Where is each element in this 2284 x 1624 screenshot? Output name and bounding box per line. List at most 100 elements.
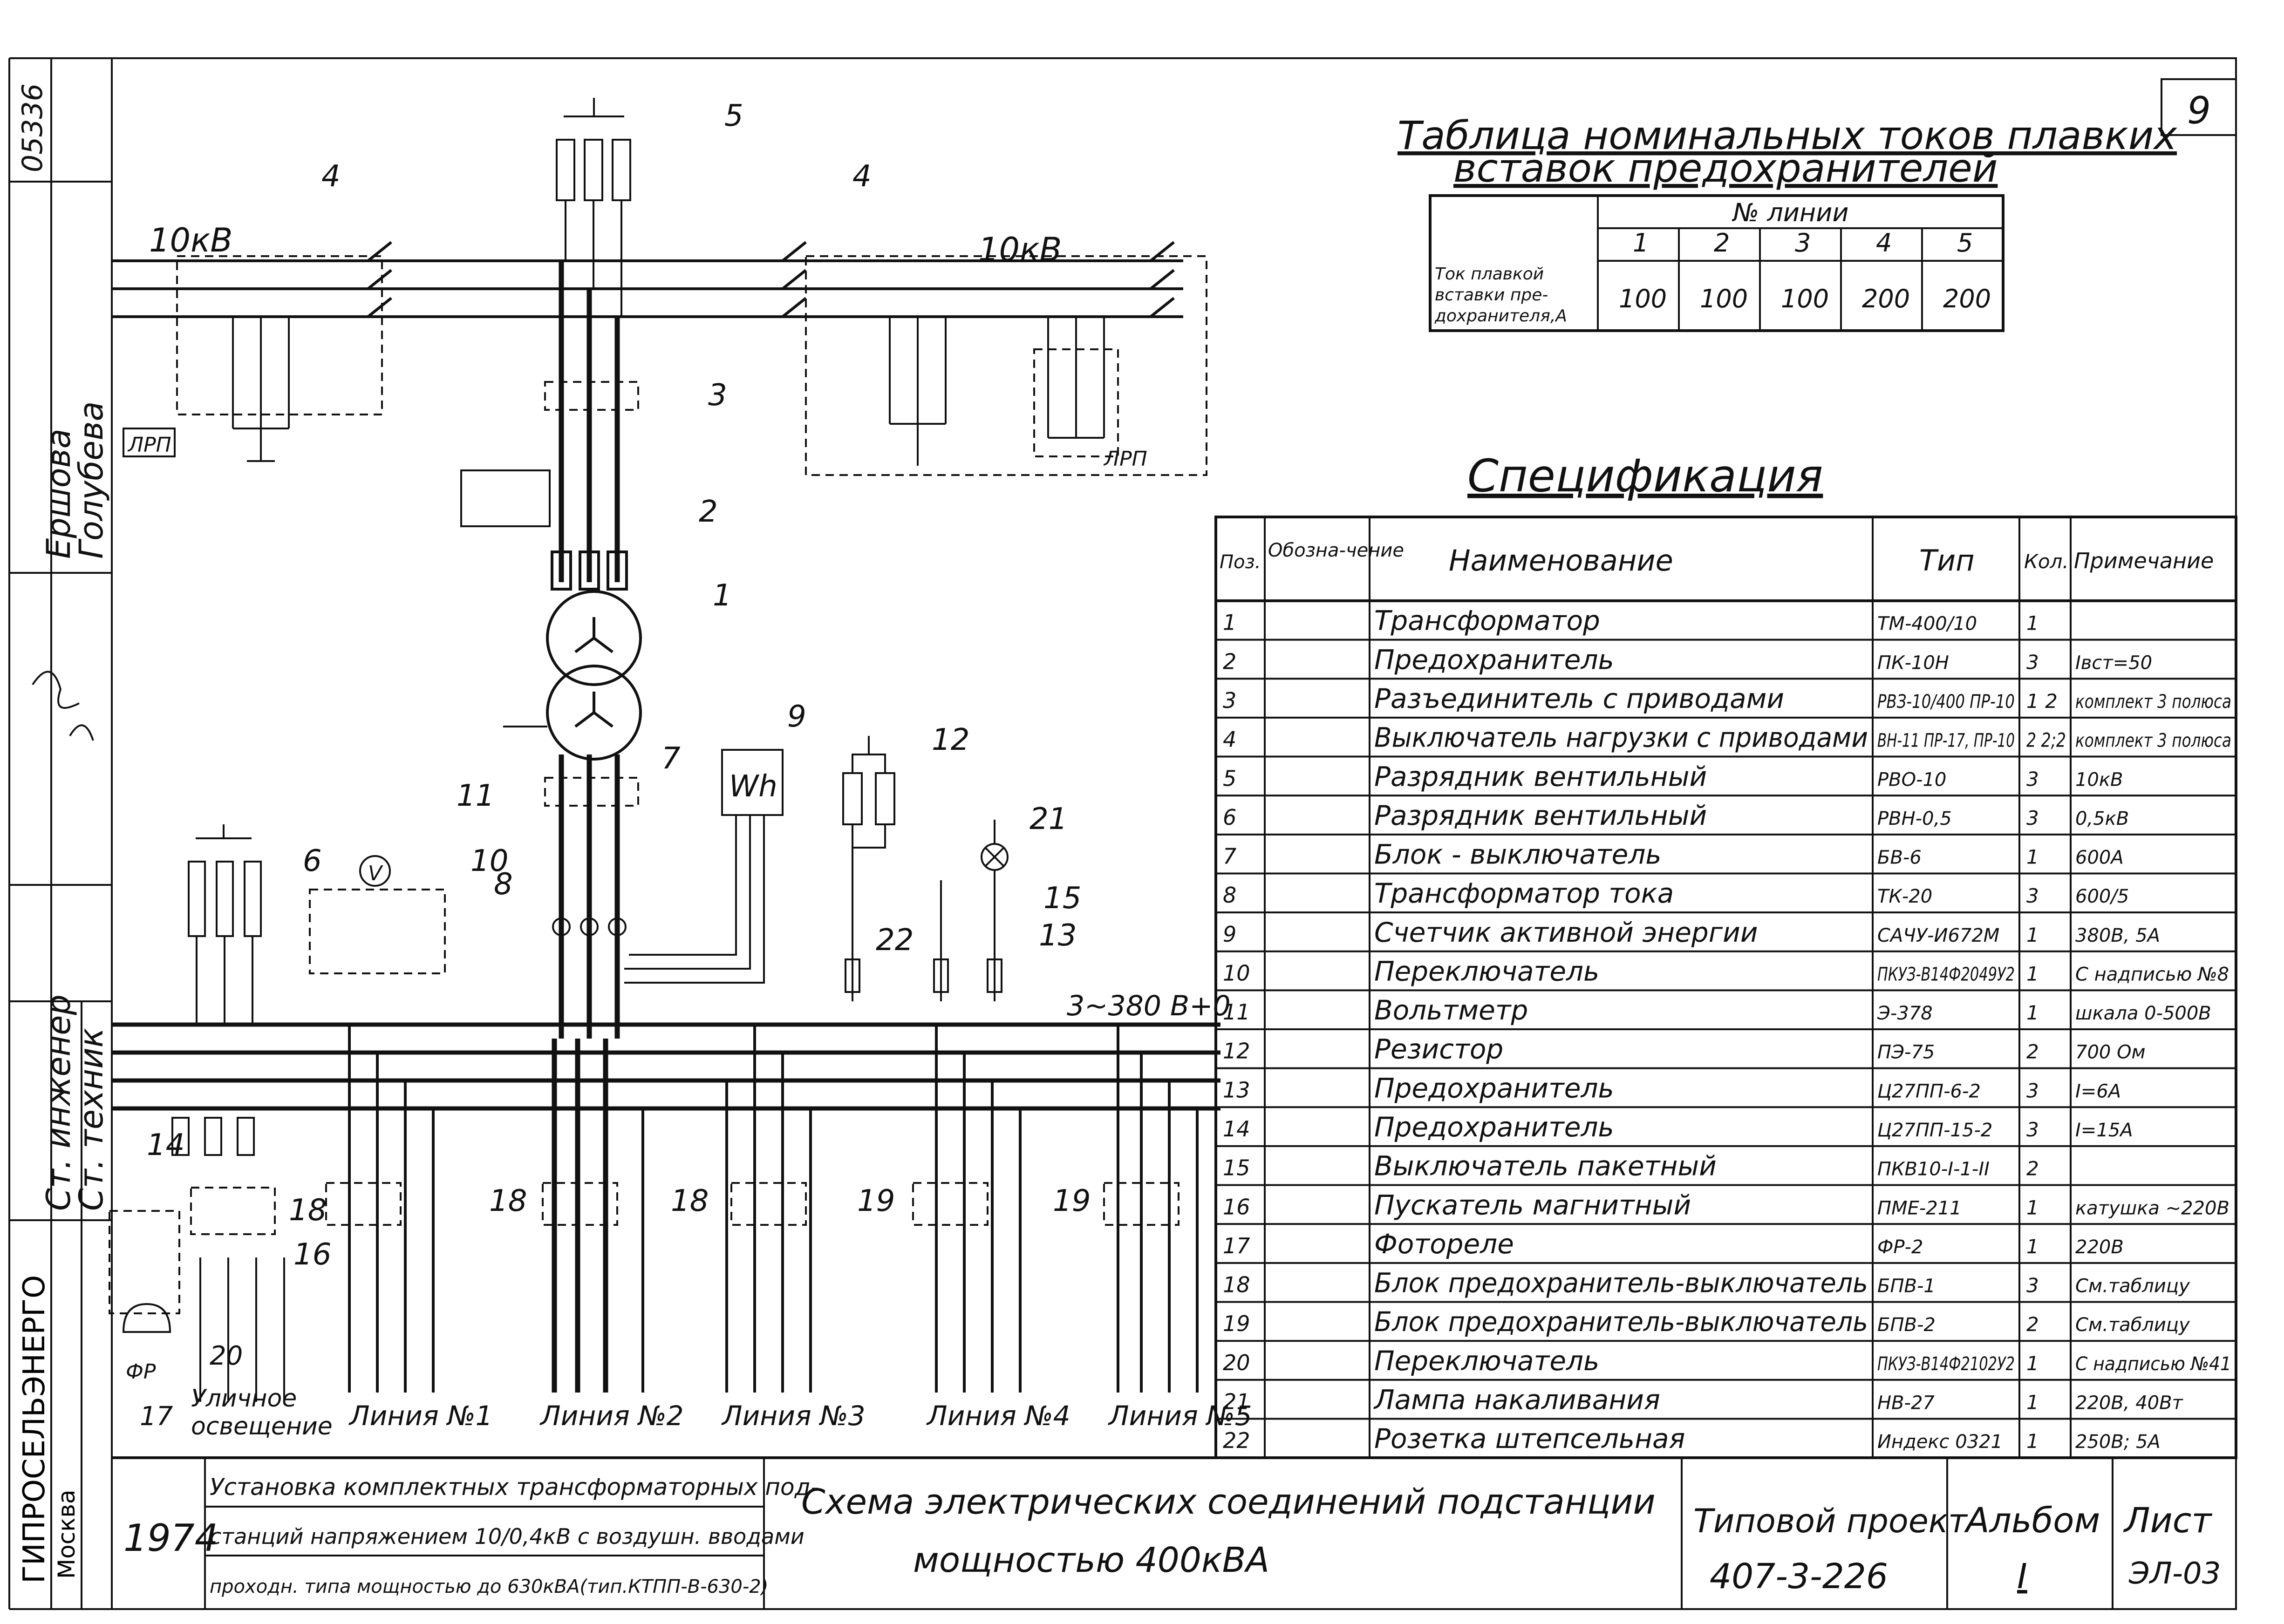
signature	[32, 671, 94, 741]
photo-relay-label: ФР	[126, 1360, 156, 1384]
spec-header-qty: Кол.	[2024, 550, 2069, 573]
street-lighting-label-1: Уличное	[191, 1385, 297, 1413]
spec-row-20-col-4: ПКУЗ-В14Ф2102У2	[1877, 1353, 2015, 1375]
feeder-line-1: Линия №1	[325, 1025, 492, 1432]
spec-row-13-col-3: Предохранитель	[1374, 1072, 1614, 1104]
fuse-table-group-header: № линии	[1732, 198, 1848, 227]
spec-row-7-col-6: 600А	[2075, 847, 2124, 869]
callout-8: 8	[494, 867, 513, 902]
spec-row-18-col-3: Блок предохранитель-выключатель	[1374, 1267, 1868, 1299]
spec-row-17-col-1: 17	[1223, 1233, 1250, 1258]
street-lighting-label-2: освещение	[191, 1413, 333, 1441]
surge-arresters-04kv	[188, 824, 262, 1025]
callout-14: 14	[147, 1128, 184, 1162]
sheet-stamp: 05336	[16, 83, 49, 172]
tb-album-label: Альбом	[1964, 1501, 2100, 1541]
spec-row-17-col-4: ФР-2	[1877, 1237, 1923, 1258]
spec-row-11-col-6: шкала 0-500В	[2075, 1003, 2211, 1024]
spec-row-12-col-1: 12	[1223, 1039, 1250, 1064]
role-engineer: Ст. инженер	[40, 994, 78, 1211]
spec-row-10-col-6: С надписью №8	[2075, 964, 2229, 985]
spec-row-2-col-3: Предохранитель	[1374, 644, 1614, 675]
callout-18a: 18	[289, 1193, 327, 1228]
callout-22: 22	[876, 923, 914, 958]
callout-15: 15	[1043, 881, 1081, 916]
spec-row-22-col-5: 1	[2026, 1430, 2039, 1453]
callout-3: 3	[708, 378, 727, 413]
spec-row-4-col-6: комплект 3 полюса	[2075, 730, 2231, 752]
bus-label: 3~380 В+0	[1067, 990, 1231, 1022]
tb-desc-1: Установка комплектных трансформаторных п…	[210, 1474, 819, 1501]
callout-11: 11	[457, 779, 494, 813]
spec-row-8-col-5: 3	[2026, 884, 2039, 907]
spec-row-16-col-6: катушка ~220В	[2075, 1197, 2229, 1219]
line-1-label: Линия №1	[348, 1400, 492, 1432]
spec-row-11-col-5: 1	[2026, 1001, 2039, 1024]
spec-row-9-col-4: САЧУ-И672М	[1877, 925, 1999, 946]
surge-arresters-10kv	[556, 98, 631, 317]
feeder-line-4: Линия №4	[912, 1025, 1070, 1432]
spec-row-17-col-6: 220В	[2075, 1237, 2124, 1258]
lrp-left: ЛРП	[127, 433, 171, 457]
block-switch-7	[544, 777, 639, 807]
spec-row-20-col-6: С надписью №41	[2075, 1353, 2231, 1375]
sheet-number-box	[2161, 78, 2237, 136]
callout-2: 2	[699, 495, 718, 529]
spec-row-14-col-1: 14	[1223, 1116, 1250, 1142]
spec-row-5-col-1: 5	[1223, 766, 1236, 791]
spec-row-21-col-3: Лампа накаливания	[1373, 1384, 1660, 1415]
load-switch-left: ЛРП	[123, 241, 392, 462]
spec-row-13-col-4: Ц27ПП-6-2	[1877, 1080, 1981, 1102]
fuse-10kv-a	[551, 550, 572, 591]
callout-6: 6	[303, 844, 322, 878]
spec-row-1-col-3: Трансформатор	[1374, 605, 1600, 637]
tb-title-2: мощностью 400кВА	[913, 1540, 1269, 1580]
spec-row-6-col-6: 0,5кВ	[2075, 808, 2129, 829]
spec-title: Спецификация	[1467, 450, 1823, 502]
voltage-right: 10кВ	[978, 231, 1062, 269]
callout-19a: 19	[857, 1184, 895, 1218]
callout-19b: 19	[1053, 1184, 1091, 1218]
voltmeter	[359, 855, 391, 887]
spec-row-1-col-4: ТМ-400/10	[1877, 613, 1977, 635]
switch-10	[309, 889, 446, 974]
spec-row-11-col-1: 11	[1223, 999, 1250, 1025]
feeder-line-2: Линия №2	[539, 1039, 683, 1432]
spec-row-1-col-1: 1	[1223, 610, 1236, 635]
spec-row-7-col-1: 7	[1223, 844, 1236, 869]
spec-row-12-col-4: ПЭ-75	[1877, 1042, 1935, 1063]
spec-row-22-col-1: 22	[1223, 1428, 1250, 1453]
names-ershova: Ершова	[40, 428, 78, 559]
org-name: ГИПРОСЕЛЬЭНЕРГО	[17, 1275, 52, 1583]
feeder-line-3: Линия №3	[721, 1025, 865, 1432]
spec-row-19-col-6: См.таблицу	[2075, 1314, 2190, 1336]
tb-title-1: Схема электрических соединений подстанци…	[801, 1482, 1656, 1522]
meter-label: Wh	[729, 769, 777, 804]
spec-header-code: Обозна-чение	[1268, 540, 1404, 561]
spec-row-12-col-5: 2	[2026, 1040, 2039, 1063]
specification-table: Спецификация Поз. Обозна-чение Наименова…	[1214, 450, 2237, 1459]
spec-row-16-col-4: ПМЕ-211	[1877, 1197, 1962, 1219]
voltmeter-label: V	[368, 862, 383, 885]
fuse-col-3: 3	[1795, 228, 1811, 258]
tb-sheet-label: Лист	[2123, 1501, 2212, 1541]
street-lighting-circuit: ФР Уличное освещение	[109, 1117, 333, 1441]
fuse-table-title-1: Таблица номинальных токов плавких	[1398, 113, 2177, 158]
spec-row-20-col-1: 20	[1223, 1350, 1250, 1375]
callout-4b: 4	[852, 159, 872, 194]
spec-row-13-col-5: 3	[2026, 1079, 2039, 1102]
spec-row-10-col-5: 1	[2026, 962, 2039, 985]
callout-4a: 4	[321, 159, 341, 194]
title-block: 1974 Установка комплектных трансформатор…	[112, 1456, 2236, 1609]
spec-row-18-col-4: БПВ-1	[1877, 1276, 1936, 1297]
spec-row-9-col-6: 380В, 5А	[2075, 925, 2160, 946]
spec-row-4-col-1: 4	[1223, 727, 1236, 752]
spec-row-3-col-1: 3	[1223, 688, 1236, 713]
callout-10: 10	[470, 844, 508, 878]
spec-row-14-col-4: Ц27ПП-15-2	[1877, 1120, 1992, 1141]
spec-row-13-col-6: I=6А	[2075, 1080, 2121, 1102]
callout-16: 16	[293, 1237, 331, 1272]
feeder-line-5: Линия №5	[1103, 1025, 1252, 1432]
fuse-10kv-b	[579, 550, 600, 591]
spec-row-6-col-4: РВН-0,5	[1877, 808, 1952, 829]
